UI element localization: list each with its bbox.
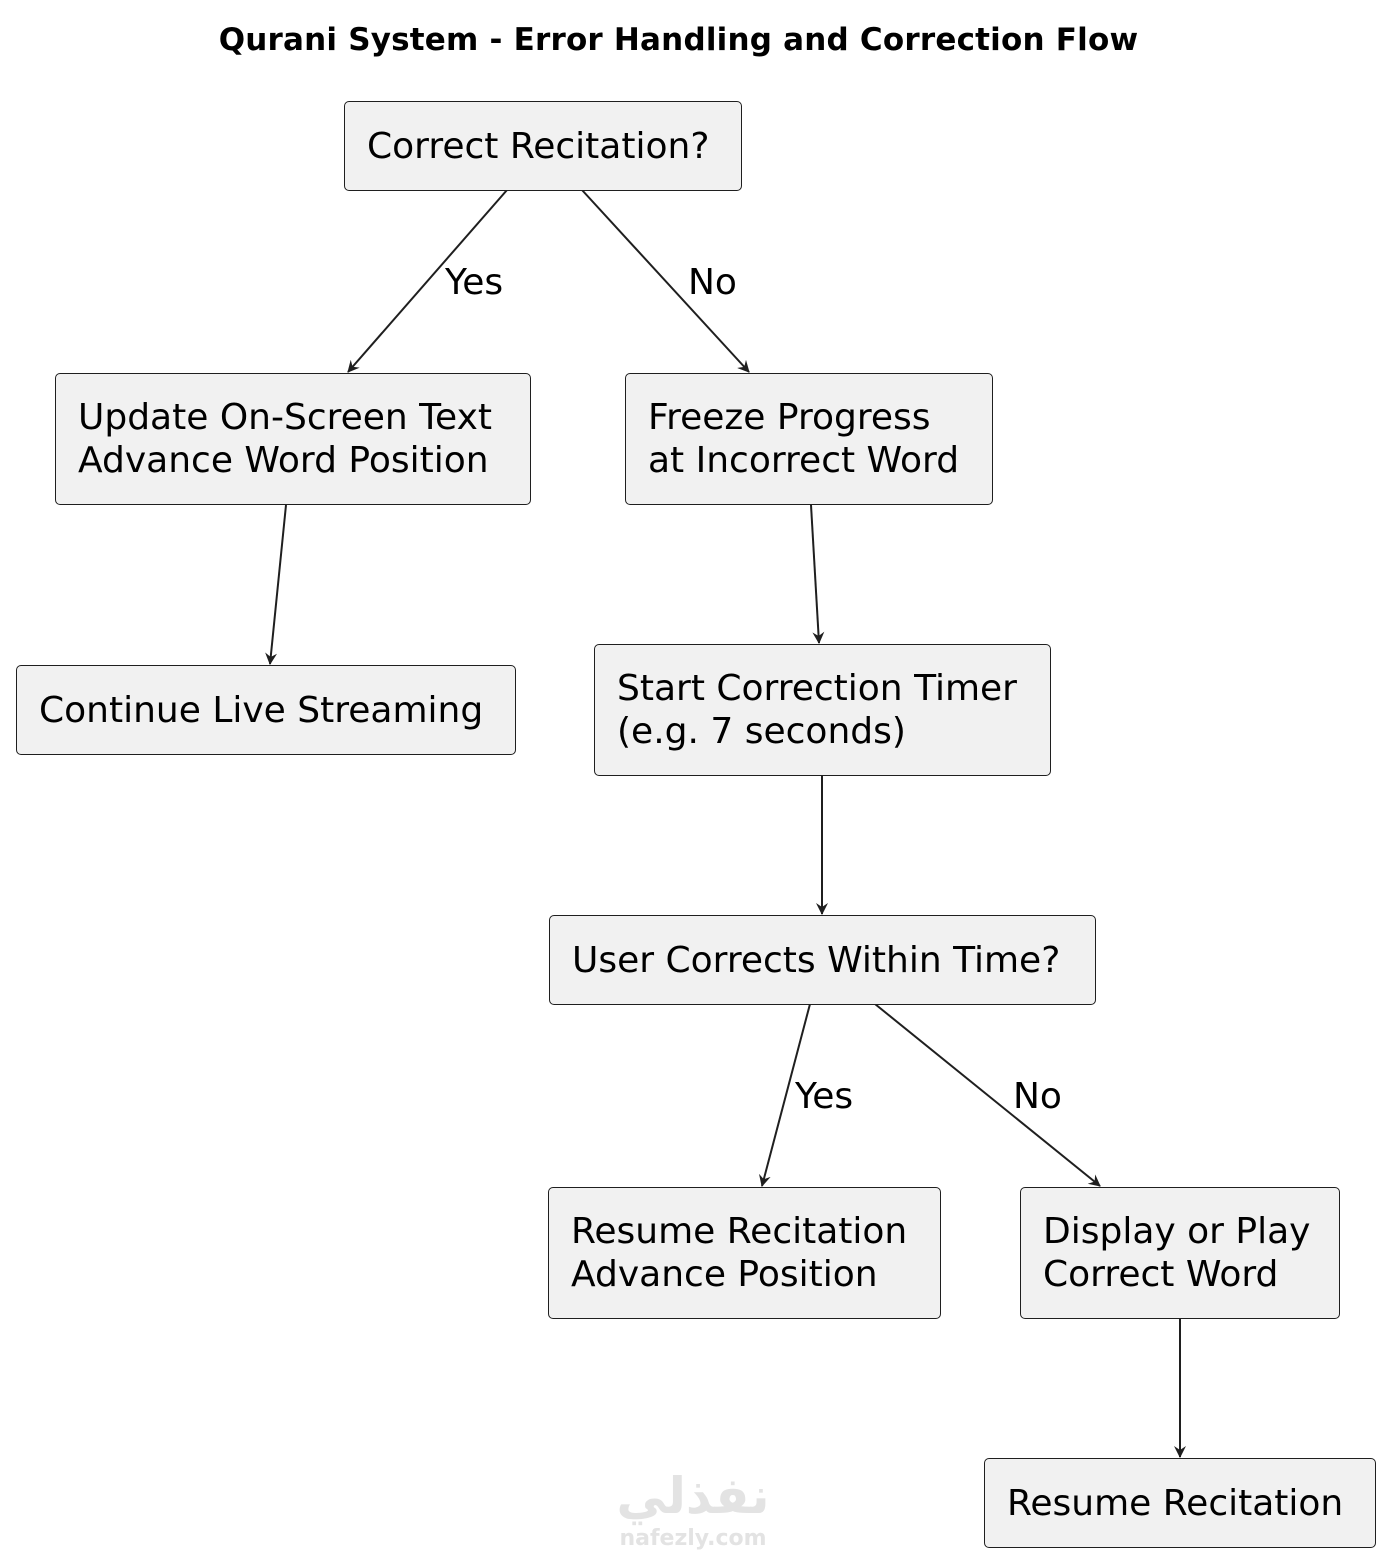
node-resume-recitation-advance: Resume Recitation Advance Position: [548, 1187, 941, 1319]
node-label: User Corrects Within Time?: [572, 939, 1061, 981]
node-label: Resume Recitation: [1007, 1482, 1344, 1524]
node-label-line-2: at Incorrect Word: [648, 440, 960, 481]
edge-label-no-1: No: [688, 262, 737, 303]
node-label-line-2: Advance Position: [571, 1254, 878, 1295]
watermark-logo: نفذلي nafezly.com: [598, 1466, 788, 1552]
edge-user-to-display: [874, 1003, 1101, 1187]
node-update-on-screen-text: Update On-Screen Text Advance Word Posit…: [55, 373, 531, 505]
node-label-line-1: Resume Recitation: [571, 1211, 908, 1252]
diagram-title: Qurani System - Error Handling and Corre…: [218, 22, 1139, 58]
edge-correct-to-update: [347, 189, 508, 373]
node-label: Continue Live Streaming: [39, 689, 484, 731]
node-label-line-2: (e.g. 7 seconds): [617, 711, 906, 752]
node-label-line-1: Start Correction Timer: [617, 668, 1017, 709]
node-label-line-1: Update On-Screen Text: [78, 397, 492, 438]
node-continue-live-streaming: Continue Live Streaming: [16, 665, 516, 755]
edge-label-yes-2: Yes: [795, 1076, 854, 1117]
decision-user-corrects: User Corrects Within Time?: [549, 915, 1096, 1005]
node-start-correction-timer: Start Correction Timer (e.g. 7 seconds): [594, 644, 1051, 776]
node-freeze-progress: Freeze Progress at Incorrect Word: [625, 373, 993, 505]
edge-user-to-resume-advance: [759, 1003, 811, 1187]
watermark-logo-text: نفذلي: [616, 1467, 770, 1525]
watermark-url: nafezly.com: [619, 1526, 767, 1551]
node-label-line-2: Advance Word Position: [78, 440, 489, 481]
edge-update-to-continue: [265, 504, 287, 665]
node-label-line-1: Display or Play: [1043, 1211, 1311, 1252]
node-display-or-play: Display or Play Correct Word: [1020, 1187, 1340, 1319]
edge-label-no-2: No: [1013, 1076, 1062, 1117]
node-resume-recitation: Resume Recitation: [984, 1458, 1376, 1548]
edge-freeze-to-timer: [810, 504, 825, 644]
node-label-line-2: Correct Word: [1043, 1254, 1279, 1295]
edge-correct-to-freeze: [581, 189, 750, 373]
decision-correct-recitation: Correct Recitation?: [344, 101, 742, 191]
node-label-line-1: Freeze Progress: [648, 397, 931, 438]
edge-label-yes-1: Yes: [445, 262, 504, 303]
node-label: Correct Recitation?: [367, 125, 710, 167]
